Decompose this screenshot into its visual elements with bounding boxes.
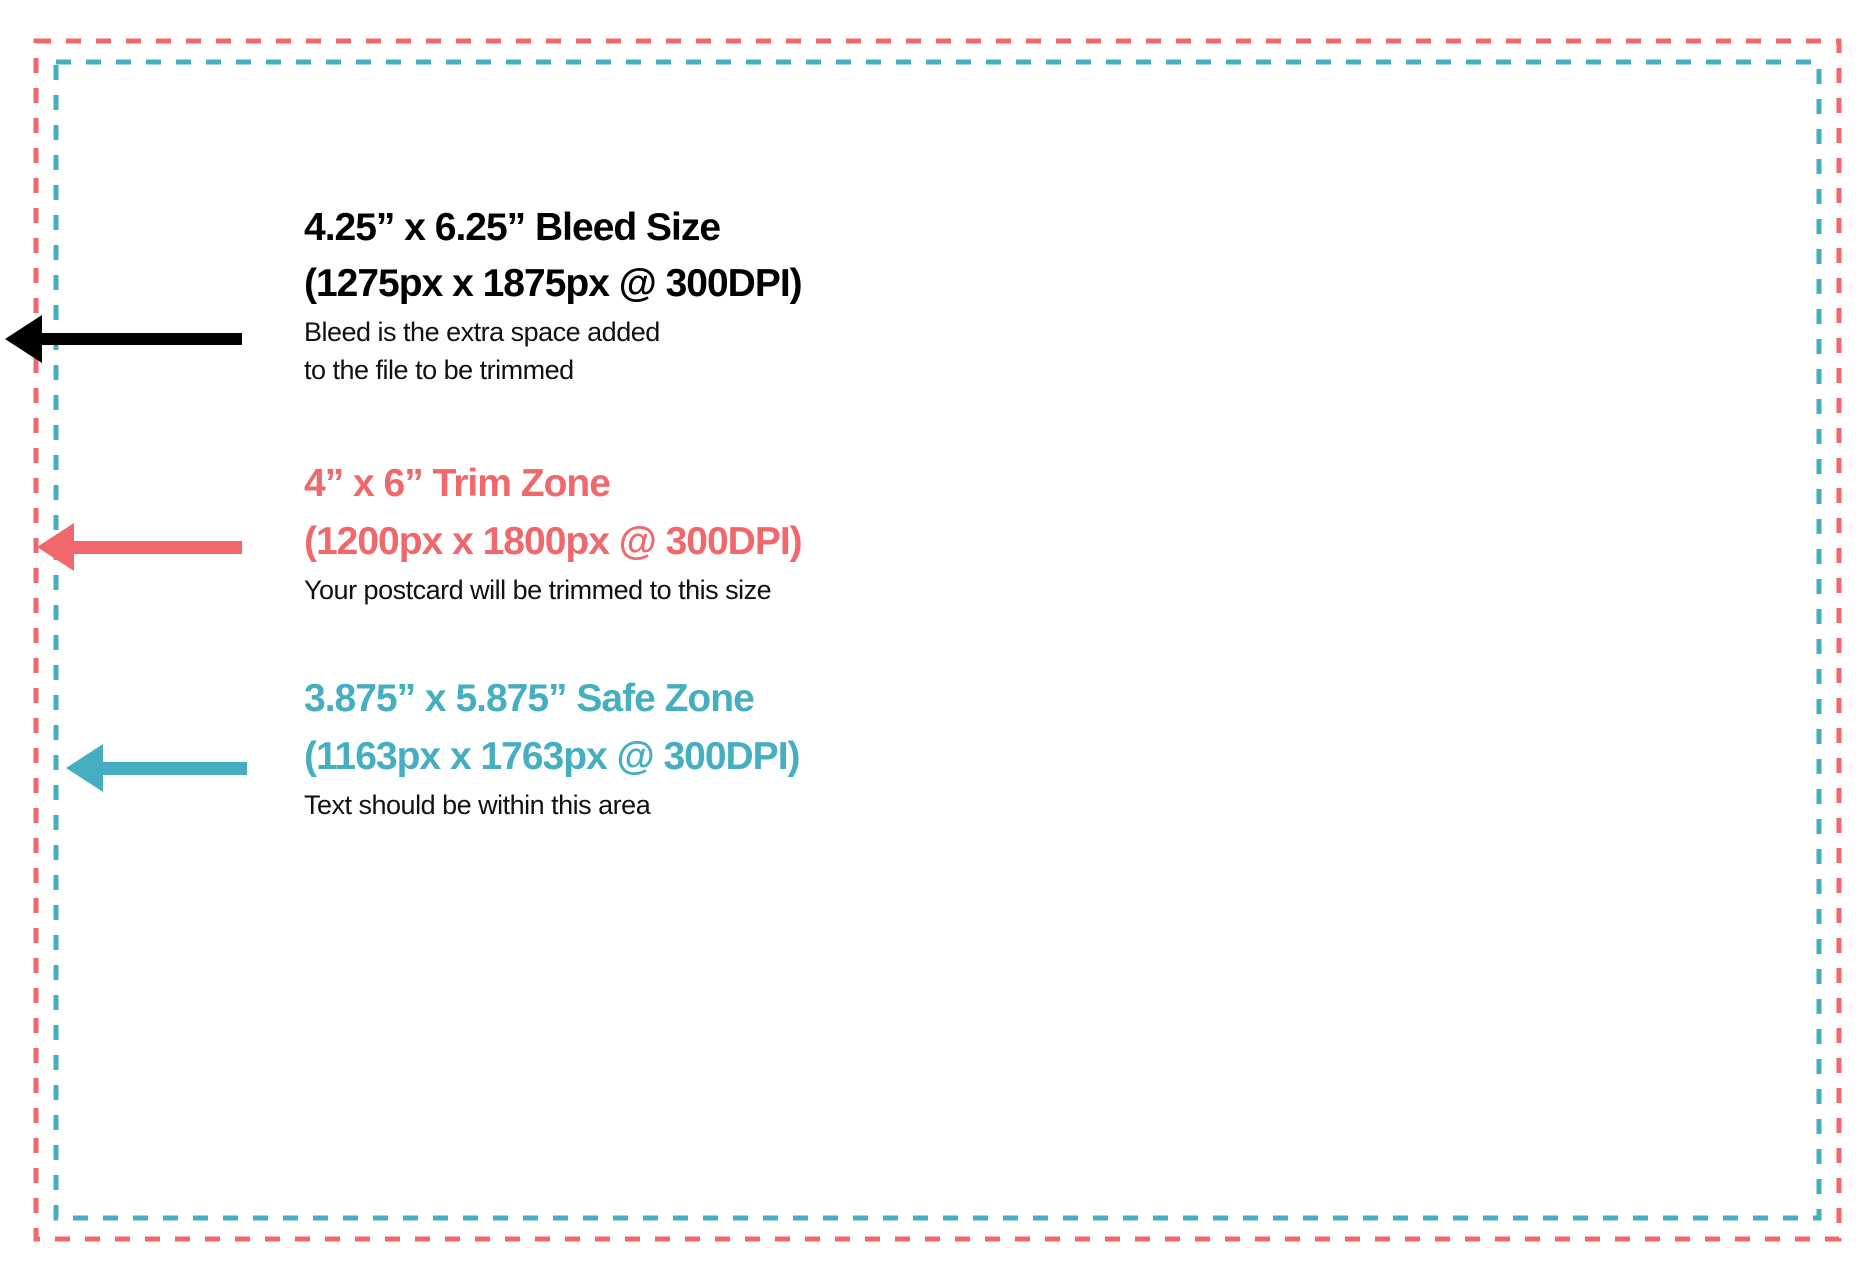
safe-pixels: (1163px x 1763px @ 300DPI) [304,735,801,778]
bleed-title: 4.25” x 6.25” Bleed Size [304,206,721,249]
trim-pixels: (1200px x 1800px @ 300DPI) [304,520,803,563]
bleed-arrow-icon [5,315,242,363]
safe-description: Text should be within this area [304,790,651,820]
trim-description: Your postcard will be trimmed to this si… [304,575,772,605]
trim-arrow-icon [37,523,242,571]
bleed-description-line2: to the file to be trimmed [304,355,574,385]
trim-label-block: 4” x 6” Trim Zone (1200px x 1800px @ 300… [304,459,803,609]
safe-arrow-icon [66,744,247,792]
safe-border [53,59,1822,1221]
bleed-label-block: 4.25” x 6.25” Bleed Size (1275px x 1875p… [304,203,803,389]
trim-border [33,38,1842,1242]
bleed-pixels: (1275px x 1875px @ 300DPI) [304,262,803,305]
safe-title: 3.875” x 5.875” Safe Zone [304,677,755,720]
safe-label-block: 3.875” x 5.875” Safe Zone (1163px x 1763… [304,674,801,824]
bleed-description-line1: Bleed is the extra space added [304,317,660,347]
trim-title: 4” x 6” Trim Zone [304,462,611,505]
